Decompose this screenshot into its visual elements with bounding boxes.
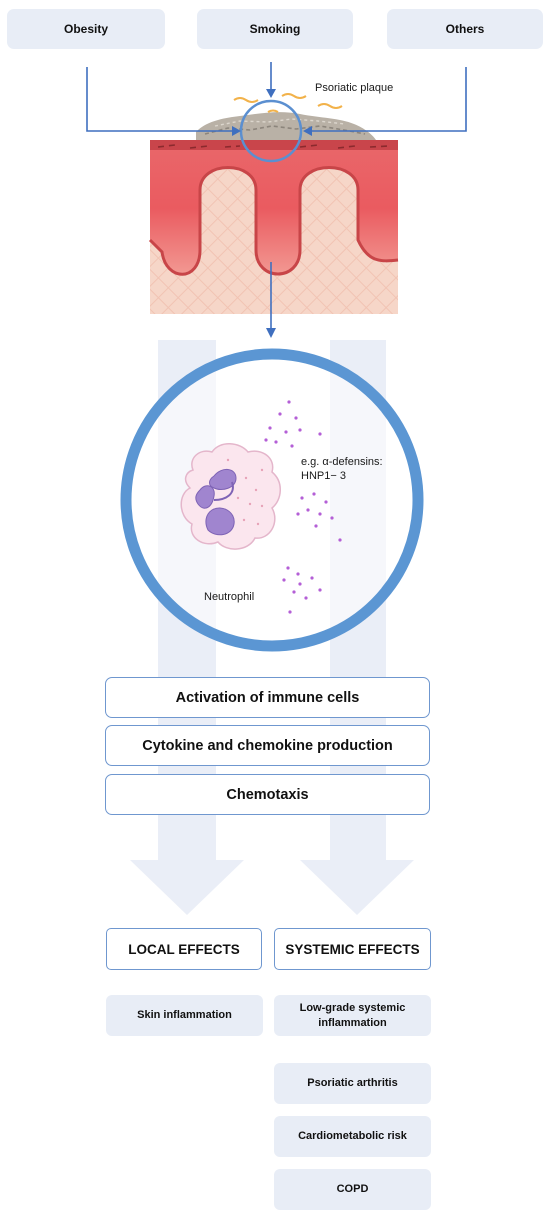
defensin-granules — [264, 400, 342, 614]
cause-others-label: Others — [445, 22, 485, 36]
local-effects-heading: LOCAL EFFECTS — [106, 928, 262, 970]
psoriatic-plaque — [196, 112, 376, 140]
systemic-effect-item: COPD — [274, 1169, 431, 1210]
psoriatic-arthritis-label: Psoriatic arthritis — [307, 1077, 398, 1090]
cause-obesity-label: Obesity — [63, 22, 108, 36]
low-grade-inflammation-label: Low-grade systemic inflammation — [299, 1001, 406, 1029]
activation-label: Activation of immune cells — [175, 689, 360, 706]
cytokine-label: Cytokine and chemokine production — [142, 737, 393, 754]
chemotaxis-box: Chemotaxis — [105, 774, 430, 815]
chemotaxis-label: Chemotaxis — [226, 786, 309, 803]
defensin-label-line2: HNP1− 3 — [301, 470, 346, 483]
cause-connectors — [86, 62, 467, 330]
psoriatic-plaque-label: Psoriatic plaque — [315, 82, 394, 94]
neutrophil-label: Neutrophil — [204, 591, 255, 603]
systemic-effects-heading: SYSTEMIC EFFECTS — [274, 928, 431, 970]
cause-smoking-box: Smoking — [197, 9, 353, 49]
systemic-effect-item: Cardiometabolic risk — [274, 1116, 431, 1157]
systemic-effect-item: Low-grade systemic inflammation — [274, 995, 431, 1036]
copd-label: COPD — [336, 1183, 369, 1196]
local-effects-title: LOCAL EFFECTS — [128, 941, 240, 957]
cause-obesity-box: Obesity — [7, 9, 165, 49]
epidermis — [150, 142, 398, 275]
skin-cross-section — [148, 93, 399, 314]
systemic-effects-title: SYSTEMIC EFFECTS — [285, 941, 420, 957]
defensin-label-line1: e.g. α-defensins: — [301, 456, 383, 468]
skin-inflammation-label: Skin inflammation — [137, 1009, 232, 1022]
cause-others-box: Others — [387, 9, 543, 49]
local-effect-item: Skin inflammation — [106, 995, 263, 1036]
neutrophil-cell — [180, 443, 281, 550]
cytokine-box: Cytokine and chemokine production — [105, 725, 430, 766]
defensin-label: e.g. α-defensins: HNP1− 3 — [301, 455, 383, 484]
cardiometabolic-risk-label: Cardiometabolic risk — [298, 1130, 407, 1143]
activation-box: Activation of immune cells — [105, 677, 430, 718]
arrow-heads — [232, 89, 312, 338]
cause-smoking-label: Smoking — [249, 22, 301, 36]
systemic-effect-item: Psoriatic arthritis — [274, 1063, 431, 1104]
